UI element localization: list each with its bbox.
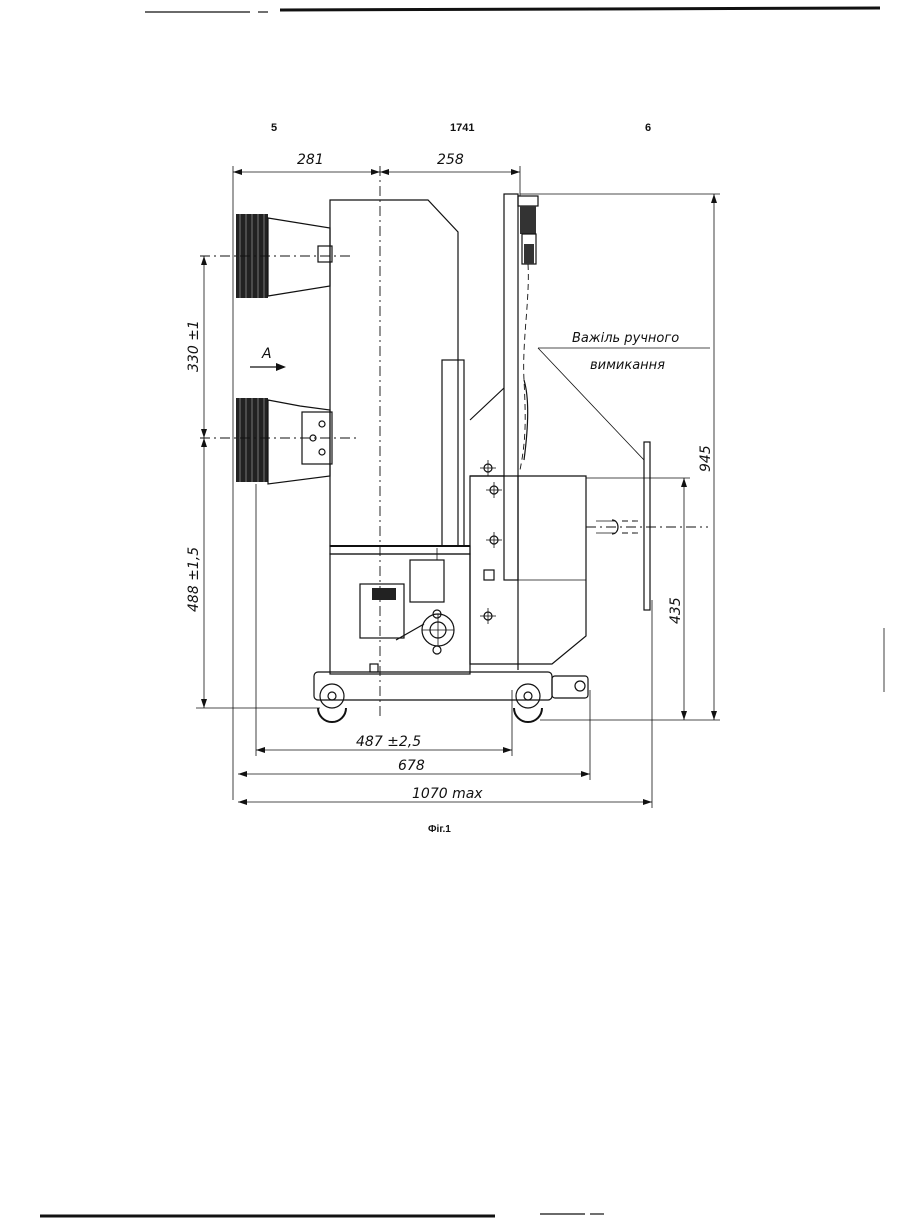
dim-281: 281 [297, 152, 324, 168]
annotation-lever-line1: Важіль ручного [572, 331, 679, 346]
dim-258: 258 [437, 152, 464, 168]
view-arrow [250, 363, 286, 371]
dim-488: 488 ±1,5 [186, 547, 202, 612]
lower-contact [200, 398, 360, 484]
upper-contact [200, 214, 350, 298]
dim-435: 435 [668, 597, 684, 624]
dimension-right [520, 194, 720, 720]
dim-487: 487 ±2,5 [356, 734, 421, 750]
dim-1070: 1070 max [412, 786, 483, 802]
arrow-label-a: A [261, 346, 272, 362]
annotation-lever-line2: вимикання [590, 358, 665, 373]
dim-330: 330 ±1 [186, 320, 202, 372]
dim-678: 678 [398, 758, 425, 774]
main-housing [330, 200, 470, 554]
figure-caption: Фіг.1 [428, 824, 451, 835]
plug-connector [518, 196, 538, 470]
mechanism-box [330, 548, 470, 674]
drive-shaft [586, 520, 708, 534]
trolley-base [314, 672, 588, 722]
dimension-bottom [238, 484, 652, 808]
dim-945: 945 [698, 445, 714, 472]
